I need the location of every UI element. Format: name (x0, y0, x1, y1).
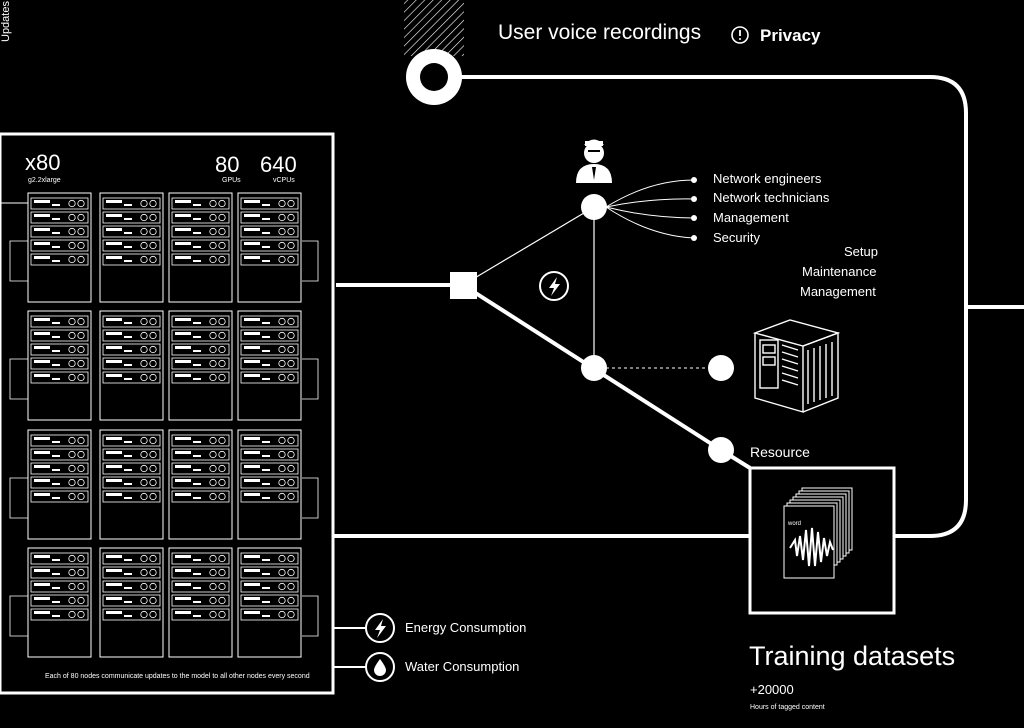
rack-unit (27, 192, 92, 303)
training-caption: Hours of tagged content (750, 704, 825, 711)
rack-unit (237, 547, 302, 658)
waveform-icon (789, 527, 834, 567)
resource-node (708, 437, 734, 463)
gpu-label: GPUs (222, 177, 241, 184)
rack-unit (237, 429, 302, 540)
energy-consumption-label: Energy Consumption (405, 620, 527, 635)
rack-unit (27, 310, 92, 421)
people-node (581, 194, 607, 220)
rack-unit (237, 310, 302, 421)
rack-unit (168, 547, 233, 658)
audio-stack-icon (783, 487, 853, 579)
role-item: Management (713, 210, 789, 225)
cluster-instance: g2.2xlarge (28, 177, 61, 184)
dataset-box (748, 466, 896, 615)
training-title: Training datasets (749, 641, 956, 671)
page-title: User voice recordings (498, 21, 702, 44)
server-racks (9, 192, 319, 658)
updates-label: Updates (0, 1, 12, 42)
cluster-count: x80 (25, 150, 61, 175)
rack-unit (168, 310, 233, 421)
cluster-footnote: Each of 80 nodes communicate updates to … (45, 673, 310, 680)
task-item: Maintenance (802, 264, 877, 279)
training-value: +20000 (750, 682, 794, 697)
hatched-input-pipe (404, 0, 464, 56)
rack-unit (27, 547, 92, 658)
lightning-icon (539, 271, 569, 301)
vcpu-label: vCPUs (273, 177, 295, 184)
privacy-label: Privacy (760, 26, 821, 45)
cluster-box (0, 132, 335, 695)
rack-unit (168, 429, 233, 540)
word-label: word (788, 521, 802, 527)
rack-unit (27, 429, 92, 540)
task-item: Management (800, 284, 876, 299)
energy-consumption-icon (365, 613, 395, 643)
water-consumption-icon (365, 652, 395, 682)
water-consumption-label: Water Consumption (405, 659, 520, 674)
vcpu-count: 640 (260, 152, 297, 177)
rack-unit (99, 310, 164, 421)
role-item: Network engineers (713, 171, 822, 186)
privacy-icon (731, 26, 749, 44)
rack-unit (99, 547, 164, 658)
role-item: Network technicians (713, 190, 830, 205)
rack-unit (168, 192, 233, 303)
server-rack-icon (752, 319, 841, 413)
task-item: Setup (844, 244, 878, 259)
rack-unit (237, 192, 302, 303)
network-worker-icon (576, 139, 612, 183)
role-item: Security (713, 230, 760, 245)
server-node (708, 355, 734, 381)
infra-node (581, 355, 607, 381)
gpu-count: 80 (215, 152, 240, 177)
rack-unit (99, 429, 164, 540)
rack-unit (99, 192, 164, 303)
resource-label: Resource (750, 444, 810, 460)
